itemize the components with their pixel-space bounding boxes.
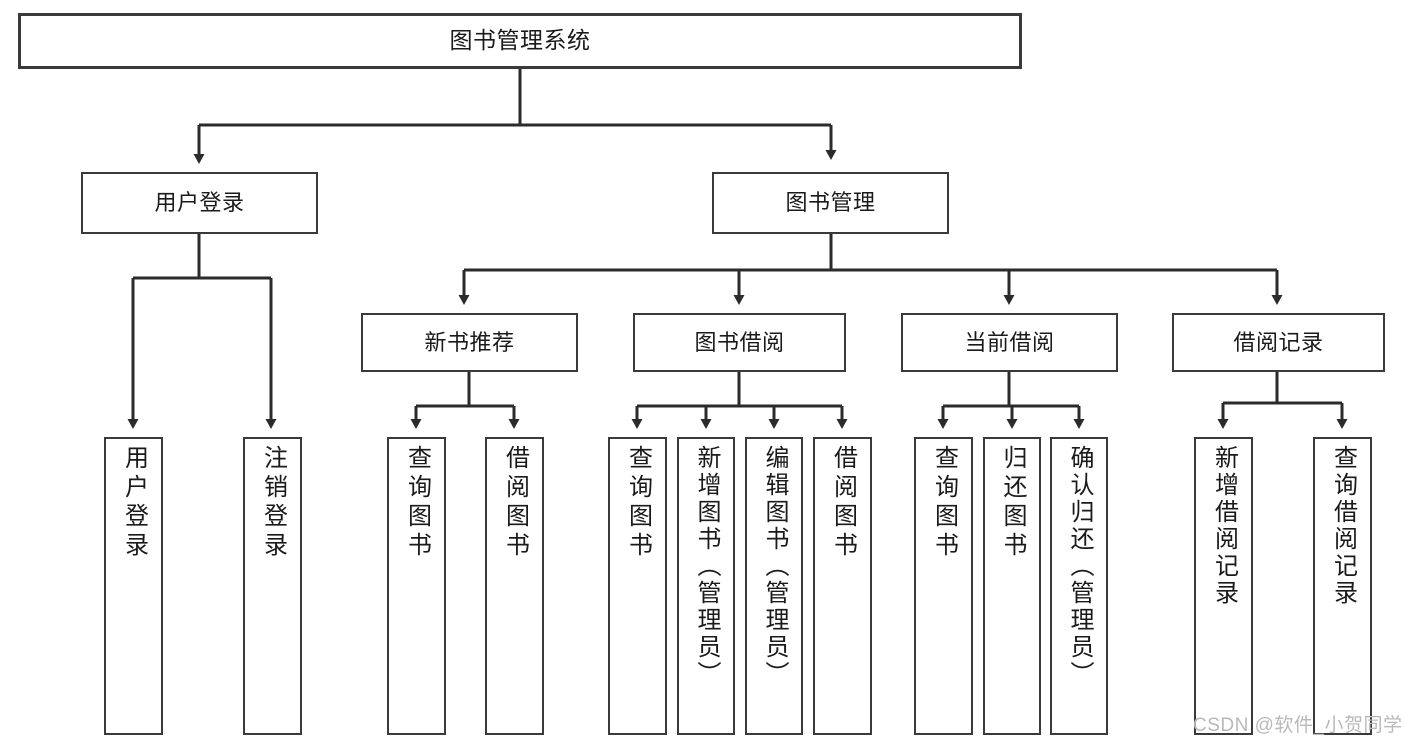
node-new-book-recommend-label: 新书推荐 bbox=[424, 329, 515, 355]
leaf-record-query-record-label: 查询借阅记录 bbox=[1329, 445, 1357, 607]
node-book-management[interactable]: 图书管理 bbox=[712, 172, 949, 234]
leaf-current-confirm-return-admin-label: 确认归还（管理员） bbox=[1066, 445, 1093, 688]
node-borrow-record[interactable]: 借阅记录 bbox=[1172, 313, 1385, 372]
node-user-login[interactable]: 用户登录 bbox=[81, 172, 318, 234]
leaf-current-return-book[interactable]: 归还图书 bbox=[983, 437, 1041, 735]
leaf-borrow-edit-book-admin-label: 编辑图书（管理员） bbox=[761, 445, 788, 688]
leaf-record-add-record[interactable]: 新增借阅记录 bbox=[1194, 437, 1253, 735]
leaf-current-query-book-label: 查询图书 bbox=[930, 445, 958, 561]
node-new-book-recommend[interactable]: 新书推荐 bbox=[361, 313, 578, 372]
leaf-logout[interactable]: 注销登录 bbox=[243, 437, 302, 735]
leaf-record-add-record-label: 新增借阅记录 bbox=[1210, 445, 1238, 607]
leaf-borrow-add-book-admin[interactable]: 新增图书（管理员） bbox=[677, 437, 735, 735]
leaf-current-confirm-return-admin[interactable]: 确认归还（管理员） bbox=[1050, 437, 1108, 735]
node-book-management-label: 图书管理 bbox=[785, 190, 876, 216]
node-root-label: 图书管理系统 bbox=[449, 27, 591, 54]
node-book-borrow[interactable]: 图书借阅 bbox=[633, 313, 846, 372]
leaf-borrow-edit-book-admin[interactable]: 编辑图书（管理员） bbox=[745, 437, 803, 735]
node-current-borrow[interactable]: 当前借阅 bbox=[901, 313, 1118, 372]
leaf-newbook-borrow-book-label: 借阅图书 bbox=[501, 445, 529, 561]
node-book-borrow-label: 图书借阅 bbox=[694, 329, 785, 355]
leaf-newbook-borrow-book[interactable]: 借阅图书 bbox=[485, 437, 544, 735]
watermark: CSDN @软件_小贺同学 bbox=[1193, 715, 1403, 736]
leaf-record-query-record[interactable]: 查询借阅记录 bbox=[1313, 437, 1372, 735]
node-current-borrow-label: 当前借阅 bbox=[964, 329, 1055, 355]
leaf-current-query-book[interactable]: 查询图书 bbox=[914, 437, 973, 735]
leaf-borrow-query-book-label: 查询图书 bbox=[624, 445, 652, 561]
leaf-user-login-label: 用户登录 bbox=[120, 445, 148, 561]
leaf-borrow-borrow-book[interactable]: 借阅图书 bbox=[813, 437, 872, 735]
leaf-newbook-query-book[interactable]: 查询图书 bbox=[387, 437, 446, 735]
leaf-user-login[interactable]: 用户登录 bbox=[104, 437, 163, 735]
leaf-borrow-borrow-book-label: 借阅图书 bbox=[829, 445, 857, 561]
node-user-login-label: 用户登录 bbox=[154, 190, 245, 216]
leaf-borrow-add-book-admin-label: 新增图书（管理员） bbox=[693, 445, 720, 688]
node-root[interactable]: 图书管理系统 bbox=[18, 13, 1022, 69]
node-borrow-record-label: 借阅记录 bbox=[1233, 329, 1324, 355]
leaf-newbook-query-book-label: 查询图书 bbox=[403, 445, 431, 561]
leaf-borrow-query-book[interactable]: 查询图书 bbox=[608, 437, 667, 735]
leaf-logout-label: 注销登录 bbox=[259, 445, 287, 561]
leaf-current-return-book-label: 归还图书 bbox=[999, 445, 1026, 561]
